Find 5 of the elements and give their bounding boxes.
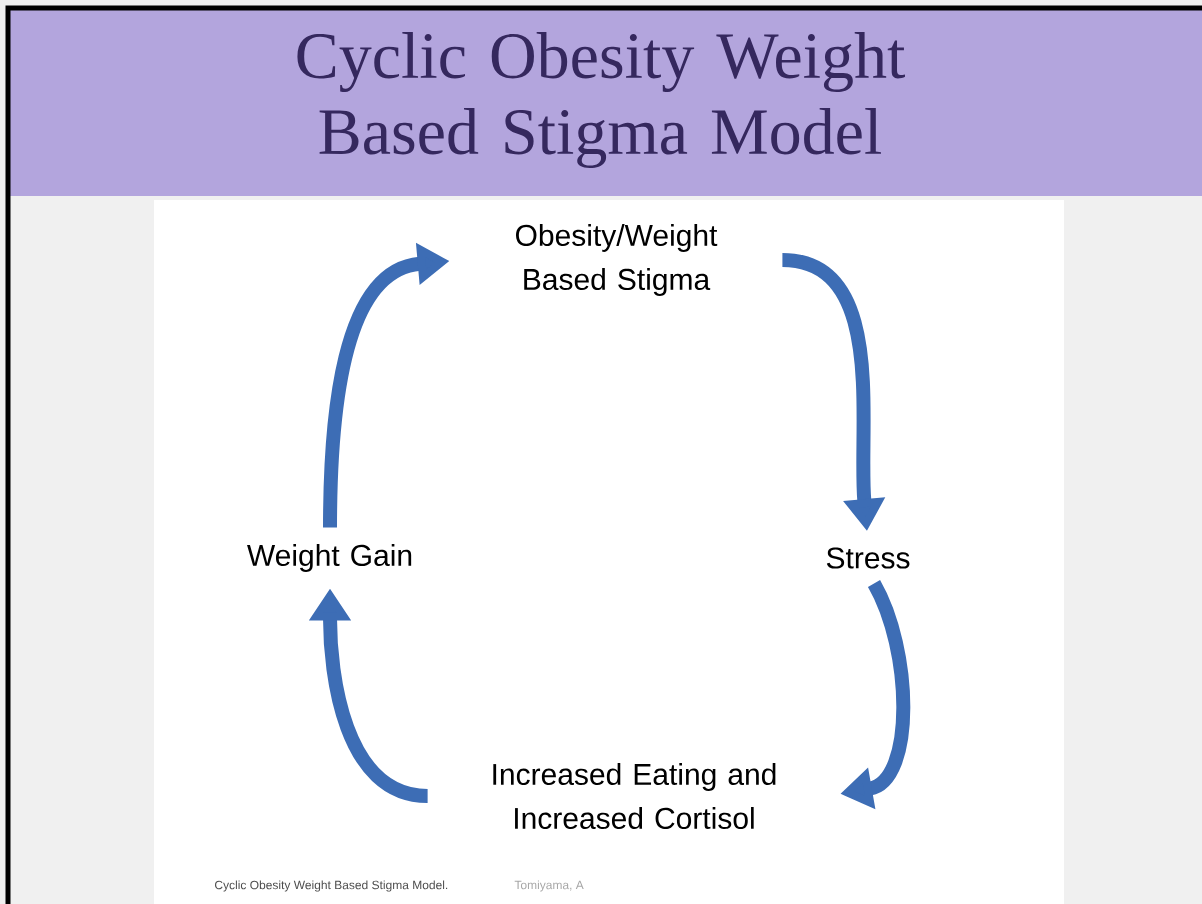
node-label: Increased Eating and Increased Cortisol [493, 763, 776, 829]
node-label: Weight Gain [247, 544, 412, 572]
node-label: Stress [826, 547, 910, 569]
title: Cyclic Obesity Weight Based Stigma Model [297, 32, 905, 168]
node-label: Obesity/Weight Based Stigma [516, 224, 718, 296]
